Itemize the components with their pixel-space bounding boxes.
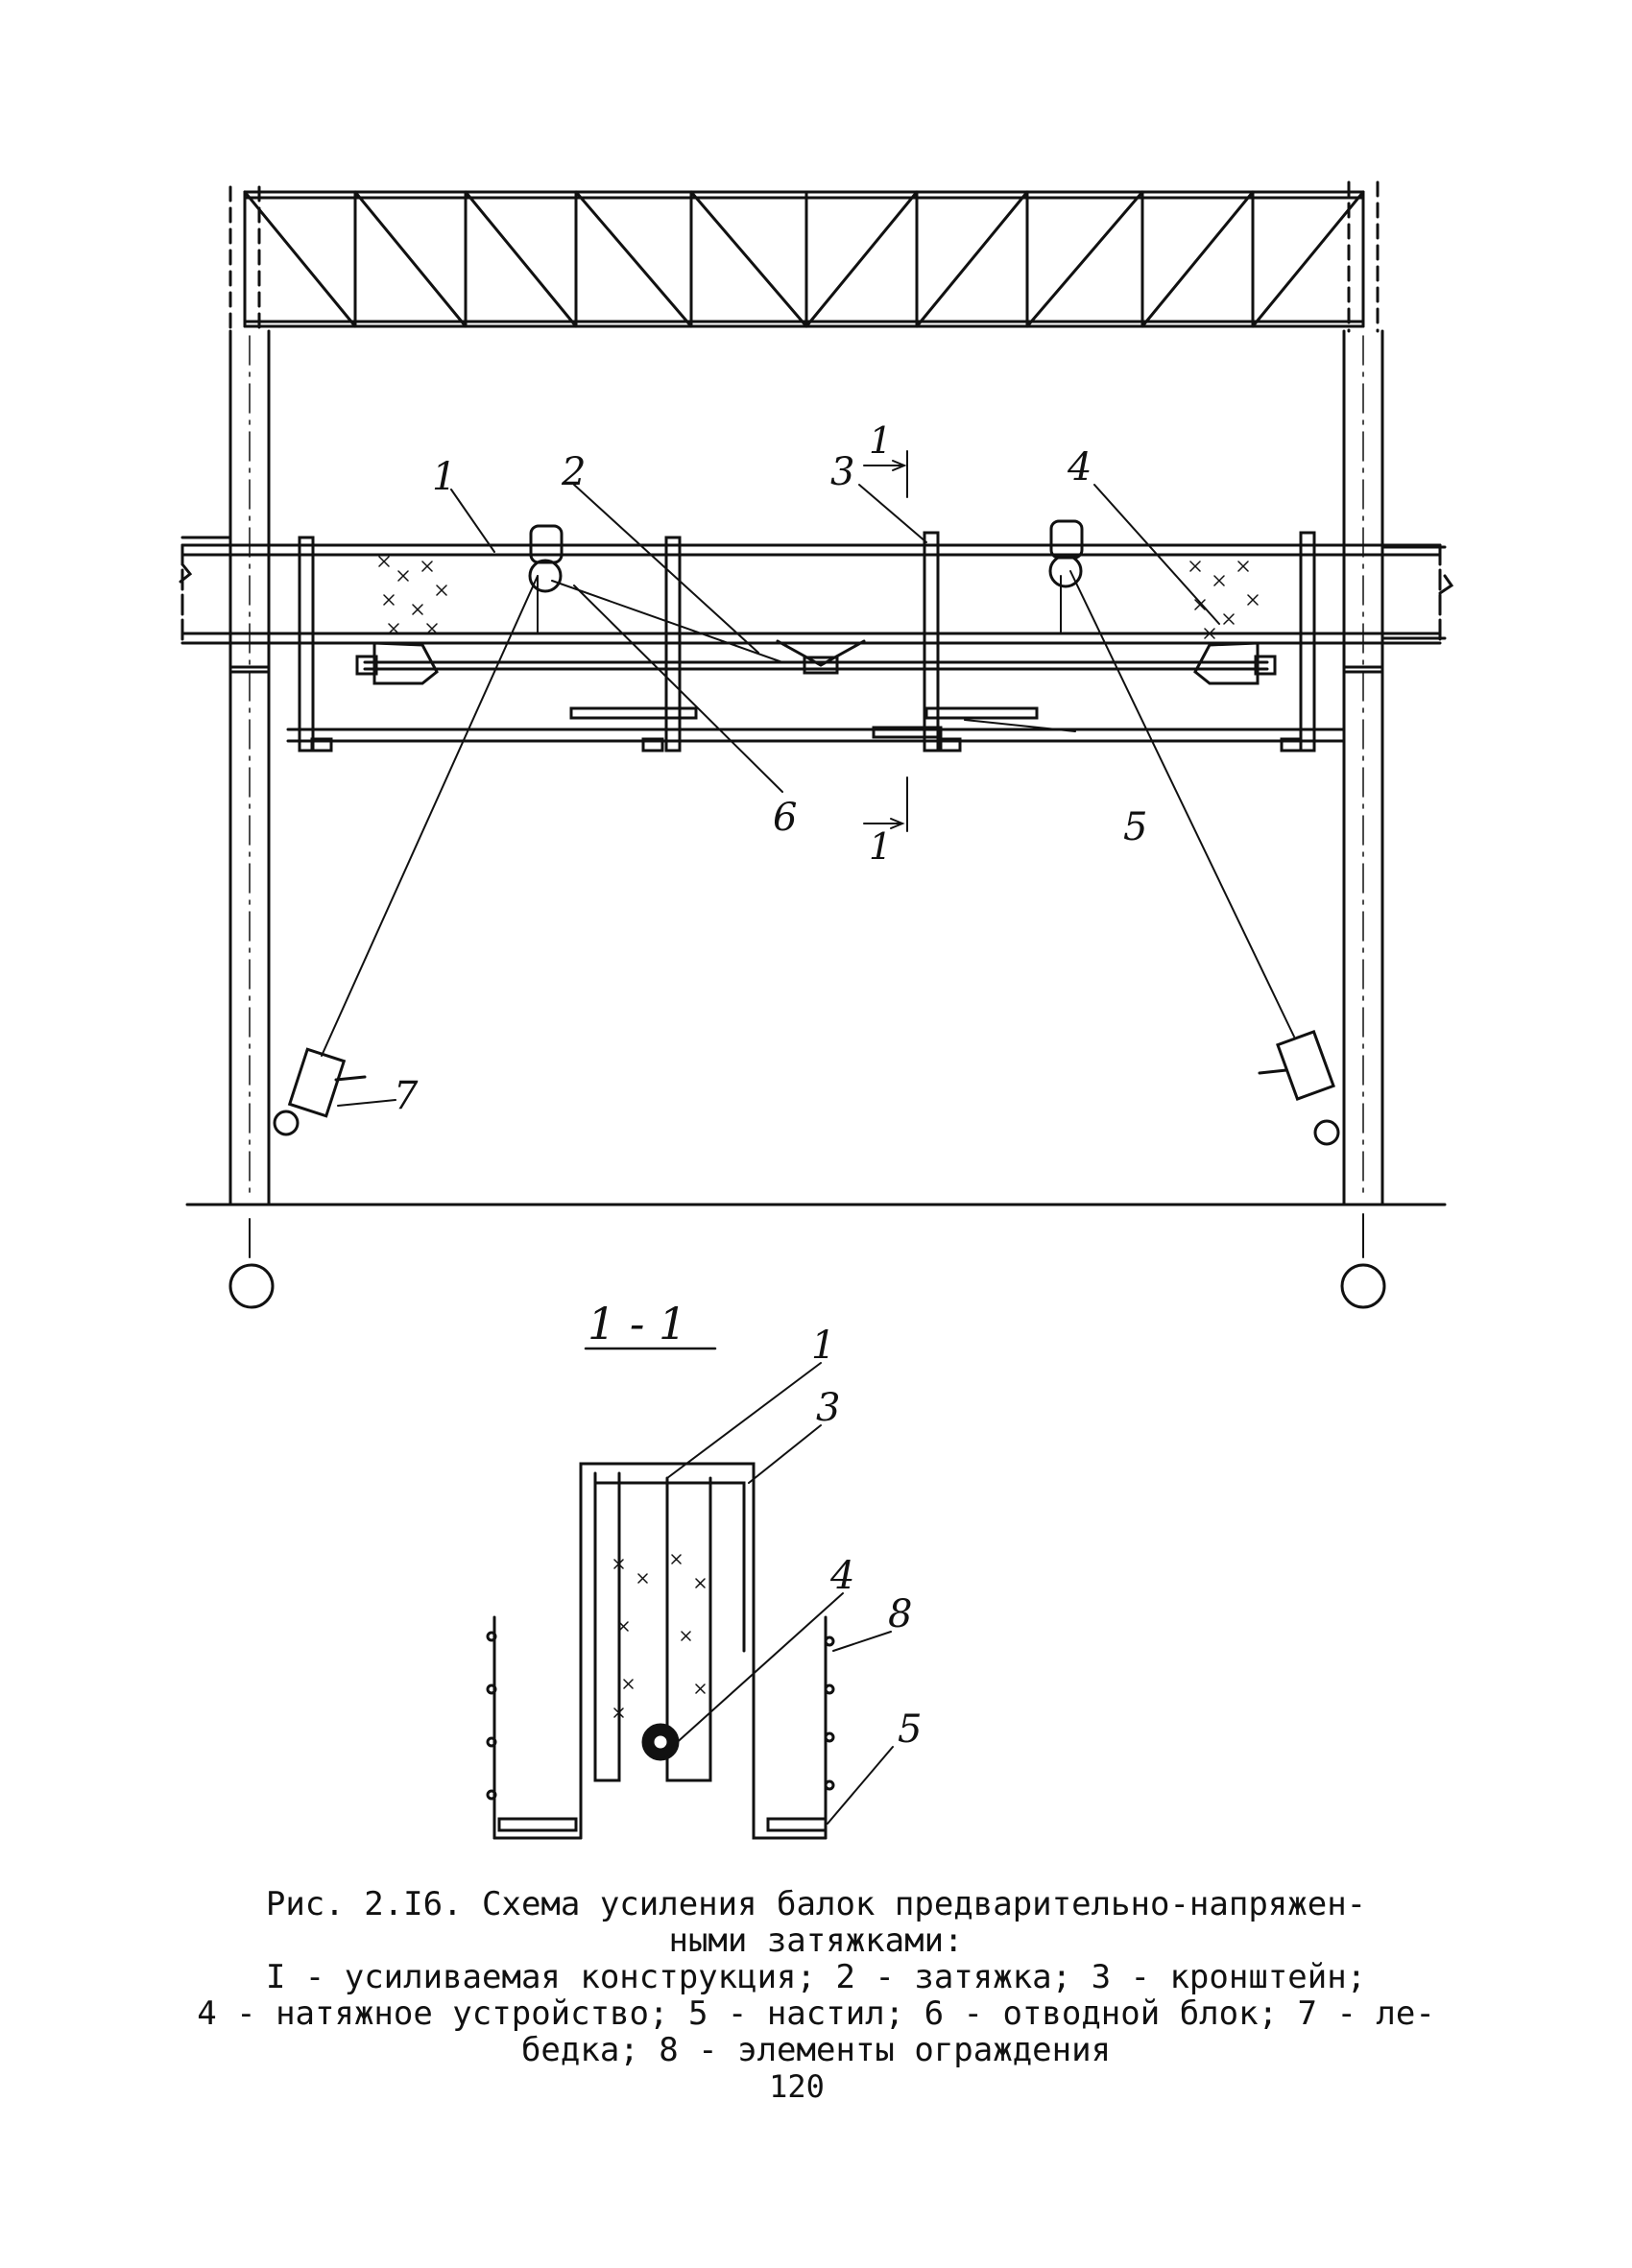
brackets — [298, 531, 1316, 752]
figure-caption: Рис. 2.I6. Схема усиления балок предвари… — [144, 1886, 1488, 2068]
caption-line-4: 4 - натяжное устройство; 5 - настил; 6 -… — [197, 1994, 1435, 2033]
section-callout-1: 1 — [811, 1324, 835, 1368]
section-callout-5: 5 — [898, 1707, 922, 1752]
callout-5: 5 — [1123, 805, 1147, 849]
winch-right — [1258, 1030, 1340, 1146]
section-title: 1 - 1 — [588, 1298, 686, 1349]
callout-7: 7 — [394, 1074, 419, 1118]
callout-6: 6 — [773, 796, 797, 840]
callout-3: 3 — [830, 450, 854, 494]
caption-line-1: Рис. 2.I6. Схема усиления балок предвари… — [265, 1885, 1367, 1923]
caption-line-5: бедка; 8 - элементы ограждения — [520, 2031, 1112, 2069]
diverting-pulleys — [528, 519, 1084, 593]
winch-left — [273, 1047, 367, 1136]
section-marker-bottom-label: 1 — [869, 825, 892, 868]
section-markers — [863, 450, 908, 832]
callout-2: 2 — [561, 450, 586, 494]
caption-line-3: I - усиливаемая конструкция; 2 - затяжка… — [265, 1958, 1367, 1996]
section-callout-4: 4 — [829, 1554, 854, 1598]
column-beam-stubs — [179, 536, 1454, 640]
callout-4: 4 — [1067, 445, 1092, 489]
caption-line-2: ными затяжками: — [668, 1922, 964, 1960]
section-callout-8: 8 — [888, 1592, 912, 1636]
roof-truss — [228, 180, 1380, 333]
leader-lines — [337, 484, 1220, 1107]
reinforced-beam — [180, 543, 1442, 645]
deck-platform — [286, 706, 1346, 752]
left-column — [228, 329, 275, 1309]
section-view — [486, 1347, 894, 1840]
right-column — [1340, 329, 1386, 1309]
callout-1: 1 — [432, 455, 456, 499]
section-marker-top-label: 1 — [869, 419, 892, 462]
section-callout-3: 3 — [816, 1386, 840, 1430]
winch-cables — [321, 570, 1295, 1057]
page-number: 120 — [769, 2068, 825, 2105]
tie-rod — [355, 639, 1277, 685]
